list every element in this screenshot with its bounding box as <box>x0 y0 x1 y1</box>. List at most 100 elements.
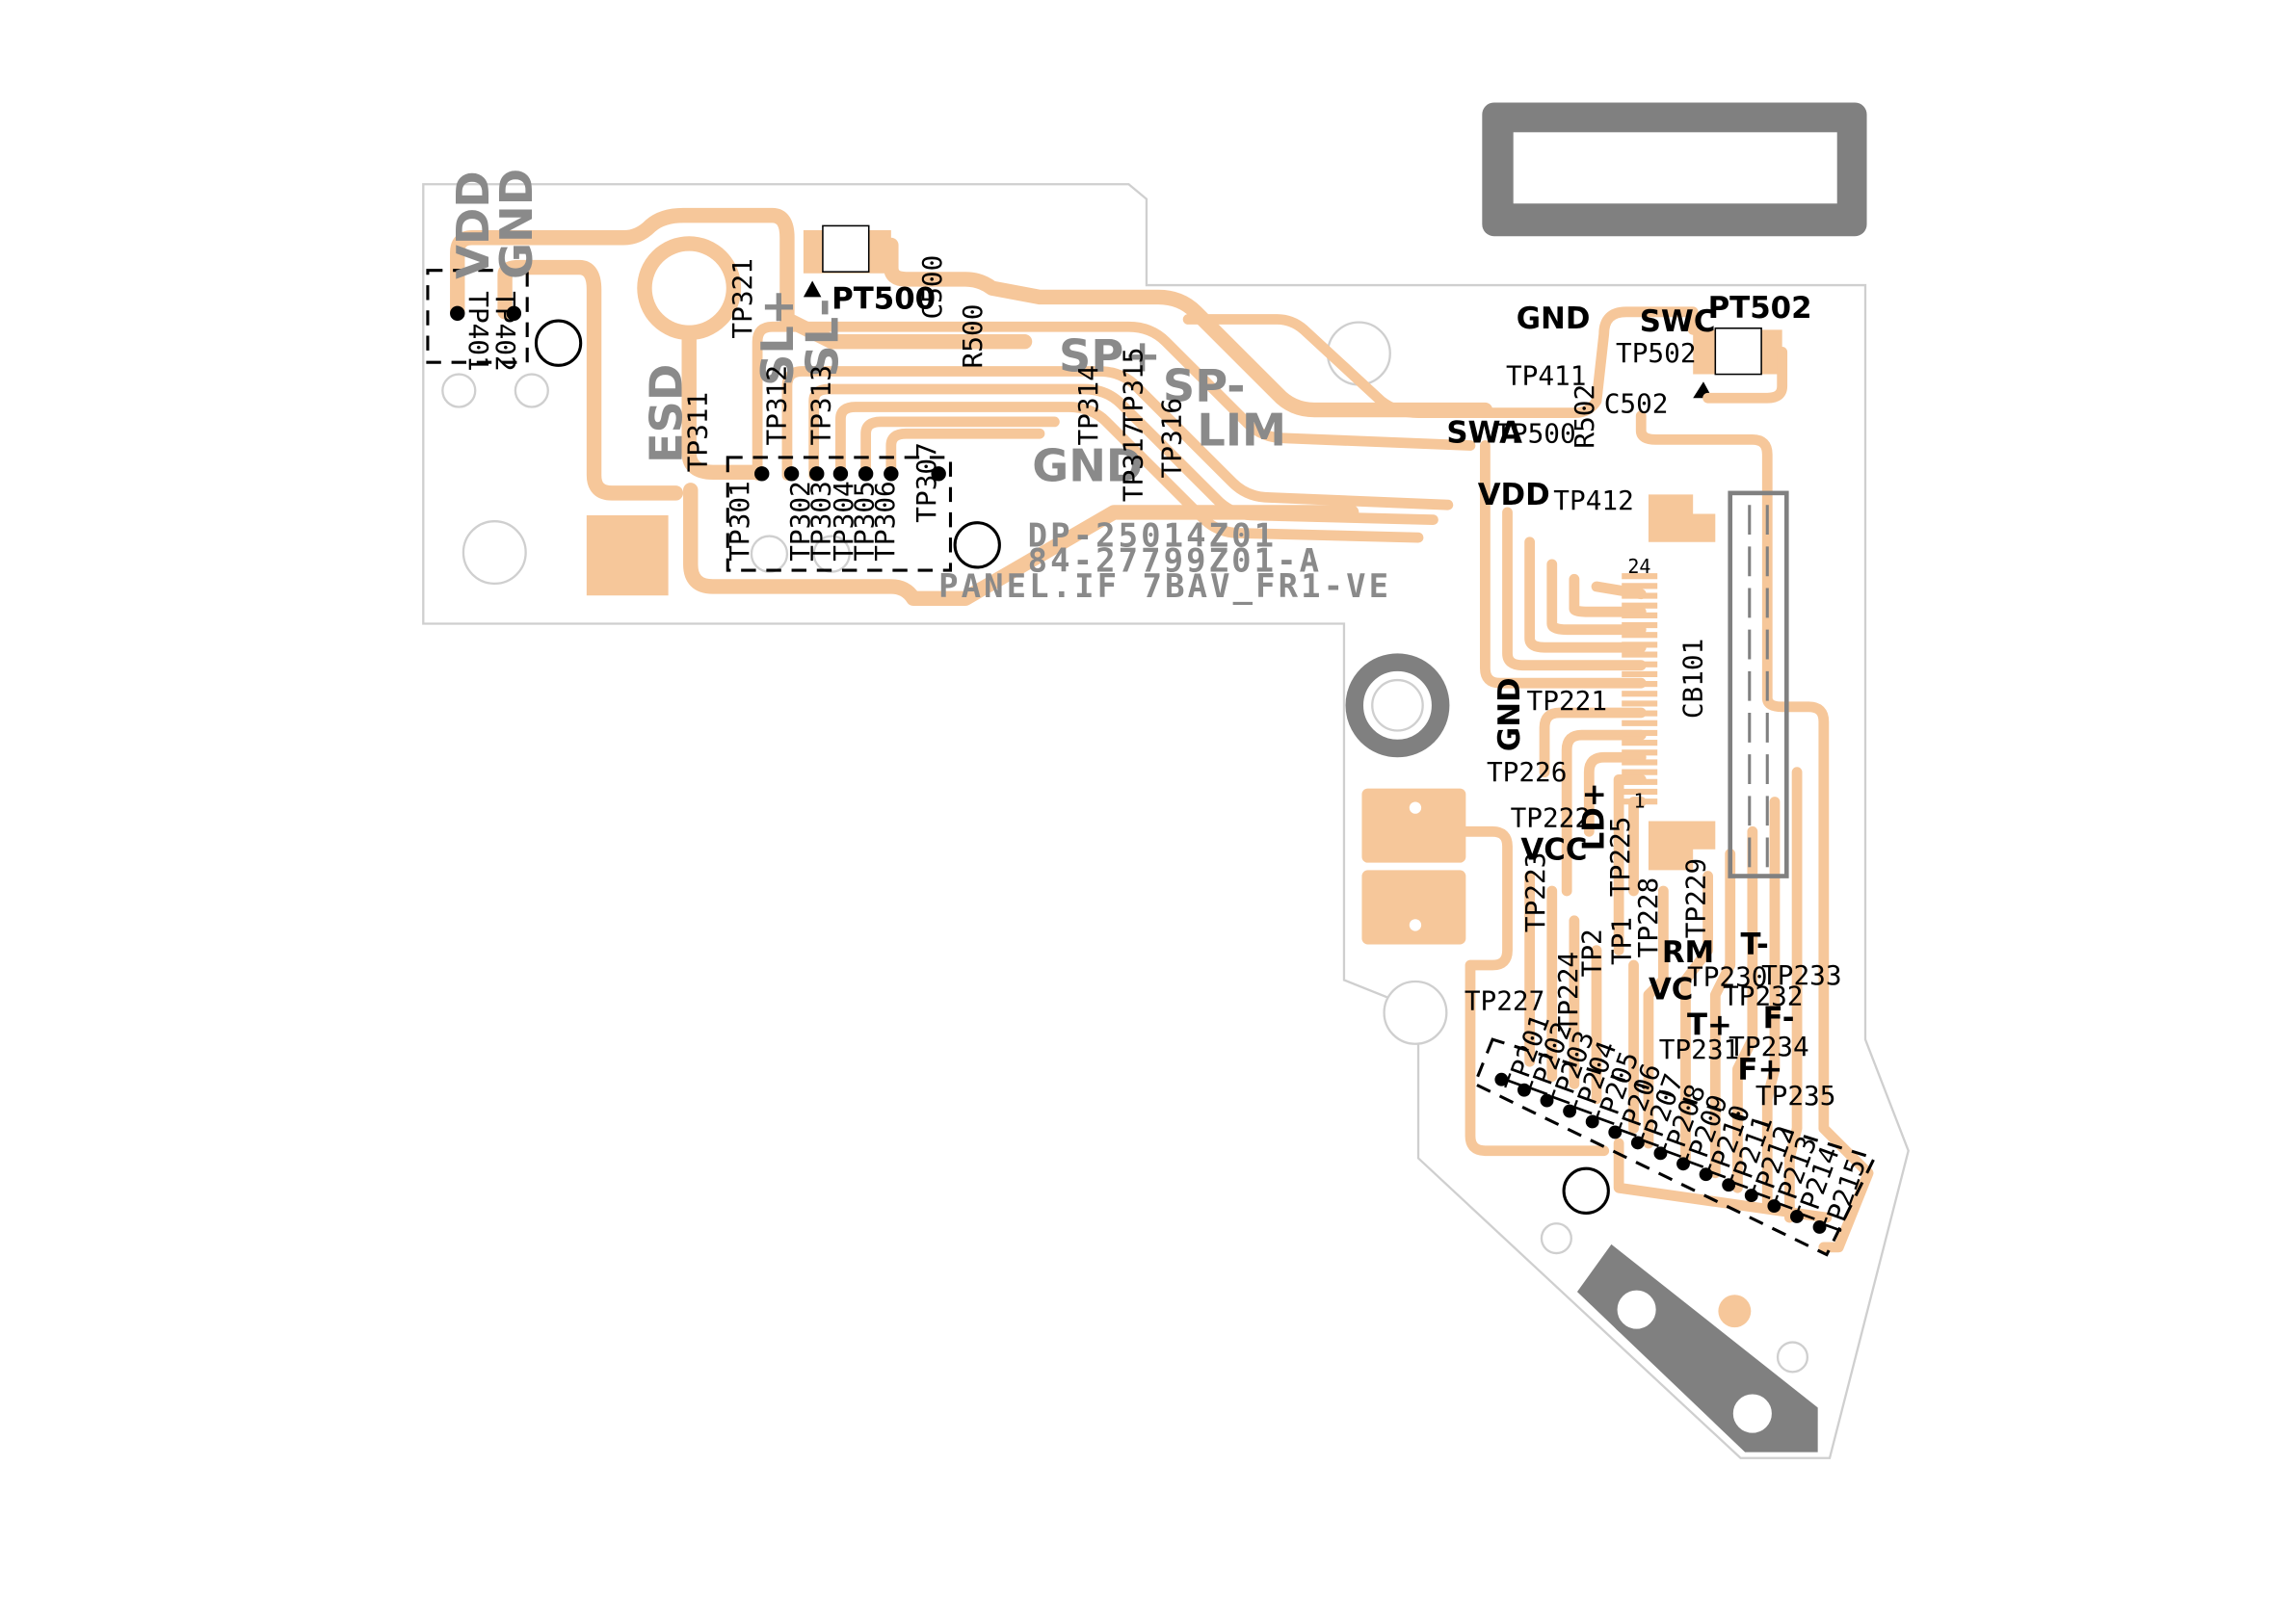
hole-2 <box>514 373 549 408</box>
tp401-group <box>426 269 529 364</box>
label-tp402: TP402 <box>489 291 521 372</box>
plate-hole-2 <box>1724 1385 1781 1442</box>
hole-1 <box>441 373 477 408</box>
pad-esd-left <box>586 514 669 596</box>
cb101-finger <box>1622 769 1658 775</box>
pad-cb101-bottom <box>1648 821 1716 871</box>
cb101-finger <box>1622 583 1658 589</box>
label-tp502: TP502 <box>1616 337 1697 369</box>
label-tp314: TP314 <box>1072 365 1104 446</box>
tp20x-dot <box>1767 1199 1781 1213</box>
cb101-finger <box>1622 651 1658 658</box>
cb101-finger <box>1622 612 1658 618</box>
label-t-plus: T+ <box>1687 1008 1732 1042</box>
label-tp2: TP2 <box>1576 929 1608 977</box>
label-gnd-right: GND <box>1517 301 1591 336</box>
tp20x-dot <box>1744 1189 1758 1203</box>
tp-dots <box>450 305 946 482</box>
label-part-number: DP-25014Z01 <box>1028 516 1277 554</box>
cb101-finger <box>1622 700 1658 707</box>
label-tp321: TP321 <box>726 258 758 339</box>
pad-vcc-2 <box>1361 870 1466 945</box>
label-pin-1: 1 <box>1634 790 1646 813</box>
label-tp221: TP221 <box>1527 685 1608 717</box>
label-swc: SWC <box>1640 304 1716 339</box>
tp20x-dot <box>1812 1220 1827 1234</box>
cb101-finger <box>1622 720 1658 726</box>
tp20x-dot <box>1676 1157 1690 1171</box>
cb101-finger <box>1622 602 1658 609</box>
label-tp230: TP230 <box>1687 961 1768 993</box>
label-r500: R500 <box>957 304 989 369</box>
label-tp227: TP227 <box>1465 984 1545 1016</box>
cb101-fingers <box>1622 573 1658 805</box>
label-tp1: TP1 <box>1605 917 1637 965</box>
cb101-finger <box>1622 740 1658 746</box>
mount-ring <box>1345 653 1450 758</box>
label-pt502: PT502 <box>1708 291 1812 326</box>
label-t-minus: T- <box>1741 928 1769 962</box>
label-panel-name: PANEL.IF 7BAV_FR1-VE <box>938 567 1391 605</box>
cb101-finger <box>1622 592 1658 599</box>
cb101-finger <box>1622 759 1658 766</box>
label-tp232: TP232 <box>1723 981 1804 1012</box>
label-tp311: TP311 <box>682 392 714 473</box>
label-swa: SWA <box>1446 415 1522 450</box>
label-tp235: TP235 <box>1755 1080 1836 1112</box>
tp20x-dot <box>1699 1167 1713 1182</box>
tp20x-dot <box>1563 1104 1577 1118</box>
label-pin-24: 24 <box>1627 555 1650 578</box>
cb101-finger <box>1622 788 1658 796</box>
pad-vcc-2-hole <box>1409 919 1422 931</box>
label-esd: ESD <box>641 364 693 463</box>
hole-black-1 <box>534 319 583 367</box>
tp20x-group <box>1472 1037 1877 1257</box>
label-tp301: TP301 <box>724 481 755 562</box>
cb101-finger <box>1622 621 1658 629</box>
tp20x-dot <box>1653 1146 1668 1161</box>
plate-hole-1 <box>1608 1281 1665 1338</box>
tp20x-dot <box>1494 1072 1509 1086</box>
cb101-finger <box>1622 641 1658 648</box>
label-vc: VC <box>1649 972 1693 1007</box>
label-sl-plus: SL+ <box>752 288 804 386</box>
label-ld-plus: LD+ <box>1577 782 1612 851</box>
label-tp226: TP226 <box>1487 756 1568 788</box>
hole-5 <box>1383 980 1448 1045</box>
cb101-finger <box>1622 710 1658 717</box>
pad-esd-ring <box>637 236 742 341</box>
label-c500: C500 <box>916 255 948 320</box>
label-vdd-left: VDD <box>447 170 499 279</box>
label-tp234: TP234 <box>1729 1031 1809 1062</box>
label-tp411: TP411 <box>1506 359 1587 391</box>
label-tp412: TP412 <box>1553 484 1634 516</box>
pad-cb101-top <box>1648 494 1716 542</box>
label-lim: LIM <box>1197 405 1286 457</box>
cb101-finger <box>1622 661 1658 668</box>
label-tp302: TP302 <box>784 481 816 562</box>
pt500-arrow <box>803 280 822 298</box>
mount-ring-inner <box>1371 678 1424 732</box>
label-tp306: TP306 <box>869 481 901 562</box>
label-pcb-number: 84-27799Z01-A <box>1028 542 1322 580</box>
tp20x-dot <box>1585 1114 1599 1129</box>
label-f-plus: F+ <box>1737 1053 1782 1087</box>
pt500-body <box>822 224 870 273</box>
hole-black-2 <box>953 521 1001 569</box>
label-tp317: TP317 <box>1117 422 1148 503</box>
hole-3 <box>462 520 527 586</box>
cb101-finger <box>1622 681 1658 688</box>
cb101-finger <box>1622 729 1658 737</box>
label-sp-minus: SP- <box>1163 359 1246 411</box>
label-tp303: TP303 <box>805 481 837 562</box>
pad-vcc-1 <box>1361 788 1466 863</box>
label-gnd-left: GND <box>490 169 542 279</box>
label-tp500: TP500 <box>1495 417 1576 449</box>
label-tp315: TP315 <box>1117 348 1148 429</box>
cb101-finger <box>1622 573 1658 580</box>
pt502-body <box>1714 327 1762 376</box>
tp20x-dot <box>1517 1083 1531 1097</box>
cb101-finger <box>1622 670 1658 678</box>
label-tp228: TP228 <box>1632 877 1664 958</box>
